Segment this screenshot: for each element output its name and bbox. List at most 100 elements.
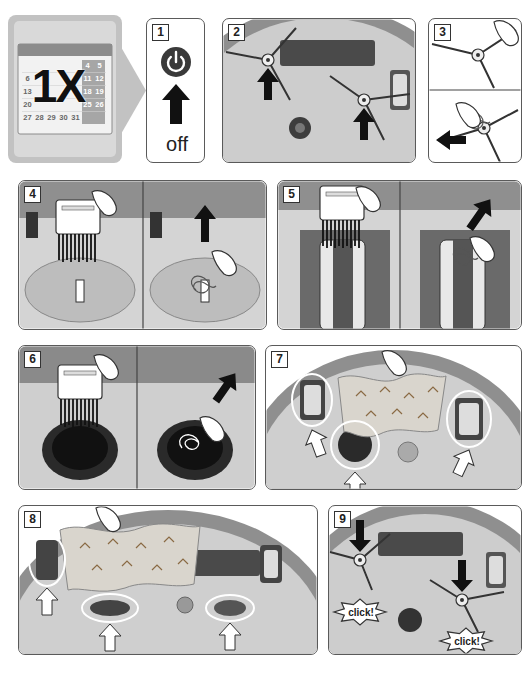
panel-6-art bbox=[20, 347, 255, 489]
calendar-day: 4 bbox=[85, 62, 89, 70]
cloth-pattern bbox=[80, 537, 188, 570]
white-arrow bbox=[344, 472, 366, 489]
recess bbox=[25, 258, 135, 322]
hair bbox=[191, 276, 216, 293]
calendar-weekend bbox=[82, 60, 105, 124]
pull-arrow bbox=[257, 68, 279, 100]
wheel-recess bbox=[300, 230, 390, 329]
pointer-wedge bbox=[121, 47, 146, 134]
divider bbox=[399, 182, 400, 329]
caster-wheel bbox=[42, 420, 118, 480]
hair bbox=[180, 435, 199, 450]
power-symbol bbox=[168, 52, 184, 71]
panel-5-art bbox=[279, 182, 521, 329]
wheel bbox=[320, 240, 365, 329]
divider bbox=[430, 89, 521, 90]
highlight-circle bbox=[292, 374, 332, 426]
step-number: 8 bbox=[24, 511, 41, 528]
caster-inner bbox=[52, 426, 108, 470]
white-arrow bbox=[219, 623, 241, 650]
step-number: 1 bbox=[152, 24, 169, 41]
wheel bbox=[489, 556, 503, 584]
calendar-day: 27 bbox=[23, 114, 31, 122]
calendar-header bbox=[18, 44, 112, 56]
robot-surface bbox=[20, 347, 255, 489]
side-brush bbox=[430, 580, 504, 632]
calendar-day: 25 bbox=[83, 101, 91, 109]
calendar-day: 28 bbox=[35, 114, 43, 122]
click-label: click! bbox=[348, 608, 374, 618]
wheel-slot bbox=[390, 70, 410, 110]
sensor bbox=[398, 442, 418, 462]
cleaning-tool bbox=[58, 365, 102, 427]
frequency-mark: 1X bbox=[32, 63, 84, 109]
push-arrow bbox=[451, 560, 473, 592]
calendar-day: 6 bbox=[25, 75, 29, 83]
step-number: 7 bbox=[271, 351, 288, 368]
cleaning-tool bbox=[56, 200, 100, 262]
step-number: 9 bbox=[334, 511, 351, 528]
highlight-circle bbox=[206, 595, 254, 621]
white-arrow bbox=[99, 624, 121, 651]
brush-hub bbox=[472, 49, 484, 61]
cleaning-tool bbox=[320, 186, 364, 248]
robot-underside bbox=[20, 524, 317, 654]
calendar-day: 26 bbox=[95, 101, 103, 109]
calendar-day: 18 bbox=[83, 88, 91, 96]
caster bbox=[289, 117, 311, 139]
mount-slot bbox=[90, 600, 130, 616]
white-arrow bbox=[448, 445, 479, 479]
slot bbox=[26, 212, 38, 238]
pull-arrow bbox=[207, 367, 245, 407]
panel-2-art bbox=[224, 20, 415, 162]
wheel-slot bbox=[260, 545, 282, 583]
panel-9-art bbox=[330, 507, 521, 654]
caster bbox=[398, 608, 422, 632]
pointer-arrow bbox=[121, 47, 146, 134]
recess bbox=[150, 258, 260, 322]
robot-underside bbox=[267, 364, 521, 489]
slot bbox=[150, 212, 162, 238]
calendar-day: 13 bbox=[23, 88, 31, 96]
highlight-circle bbox=[331, 421, 379, 469]
robot-underside bbox=[330, 514, 521, 654]
off-label: off bbox=[166, 134, 188, 154]
wheel bbox=[304, 385, 321, 415]
calendar-day: 5 bbox=[97, 62, 101, 70]
mount-slot bbox=[214, 600, 246, 616]
divider bbox=[136, 347, 137, 489]
calendar-day: 12 bbox=[95, 75, 103, 83]
robot-body bbox=[224, 20, 415, 162]
robot-underside bbox=[224, 20, 415, 162]
wheel-recess bbox=[420, 230, 510, 329]
caster-hub bbox=[295, 123, 305, 133]
wheel-slot bbox=[300, 380, 325, 420]
power-button bbox=[161, 47, 191, 77]
brush-hub bbox=[358, 94, 370, 106]
hand bbox=[92, 191, 116, 216]
click-label: click! bbox=[454, 637, 480, 647]
highlight-circle bbox=[29, 534, 65, 586]
calendar-frame bbox=[14, 21, 116, 157]
hand bbox=[212, 251, 236, 276]
sensor bbox=[177, 597, 193, 613]
calendar-day: 20 bbox=[23, 101, 31, 109]
highlight-circle bbox=[82, 594, 138, 622]
side-brush bbox=[330, 76, 410, 140]
wheel-slot bbox=[36, 540, 58, 580]
wheel bbox=[264, 550, 278, 578]
cleaning-cloth bbox=[338, 374, 446, 437]
step-number: 3 bbox=[434, 24, 451, 41]
white-arrow bbox=[302, 426, 332, 459]
hand bbox=[356, 187, 380, 212]
calendar-day: 19 bbox=[95, 88, 103, 96]
wheel-tread bbox=[333, 240, 353, 329]
wheel bbox=[459, 403, 479, 435]
step-number: 4 bbox=[24, 186, 41, 203]
robot-body bbox=[330, 507, 521, 654]
calendar-day: 29 bbox=[47, 114, 55, 122]
brush-hub bbox=[354, 554, 366, 566]
cloth-pattern bbox=[356, 387, 438, 418]
wheel bbox=[393, 74, 407, 106]
